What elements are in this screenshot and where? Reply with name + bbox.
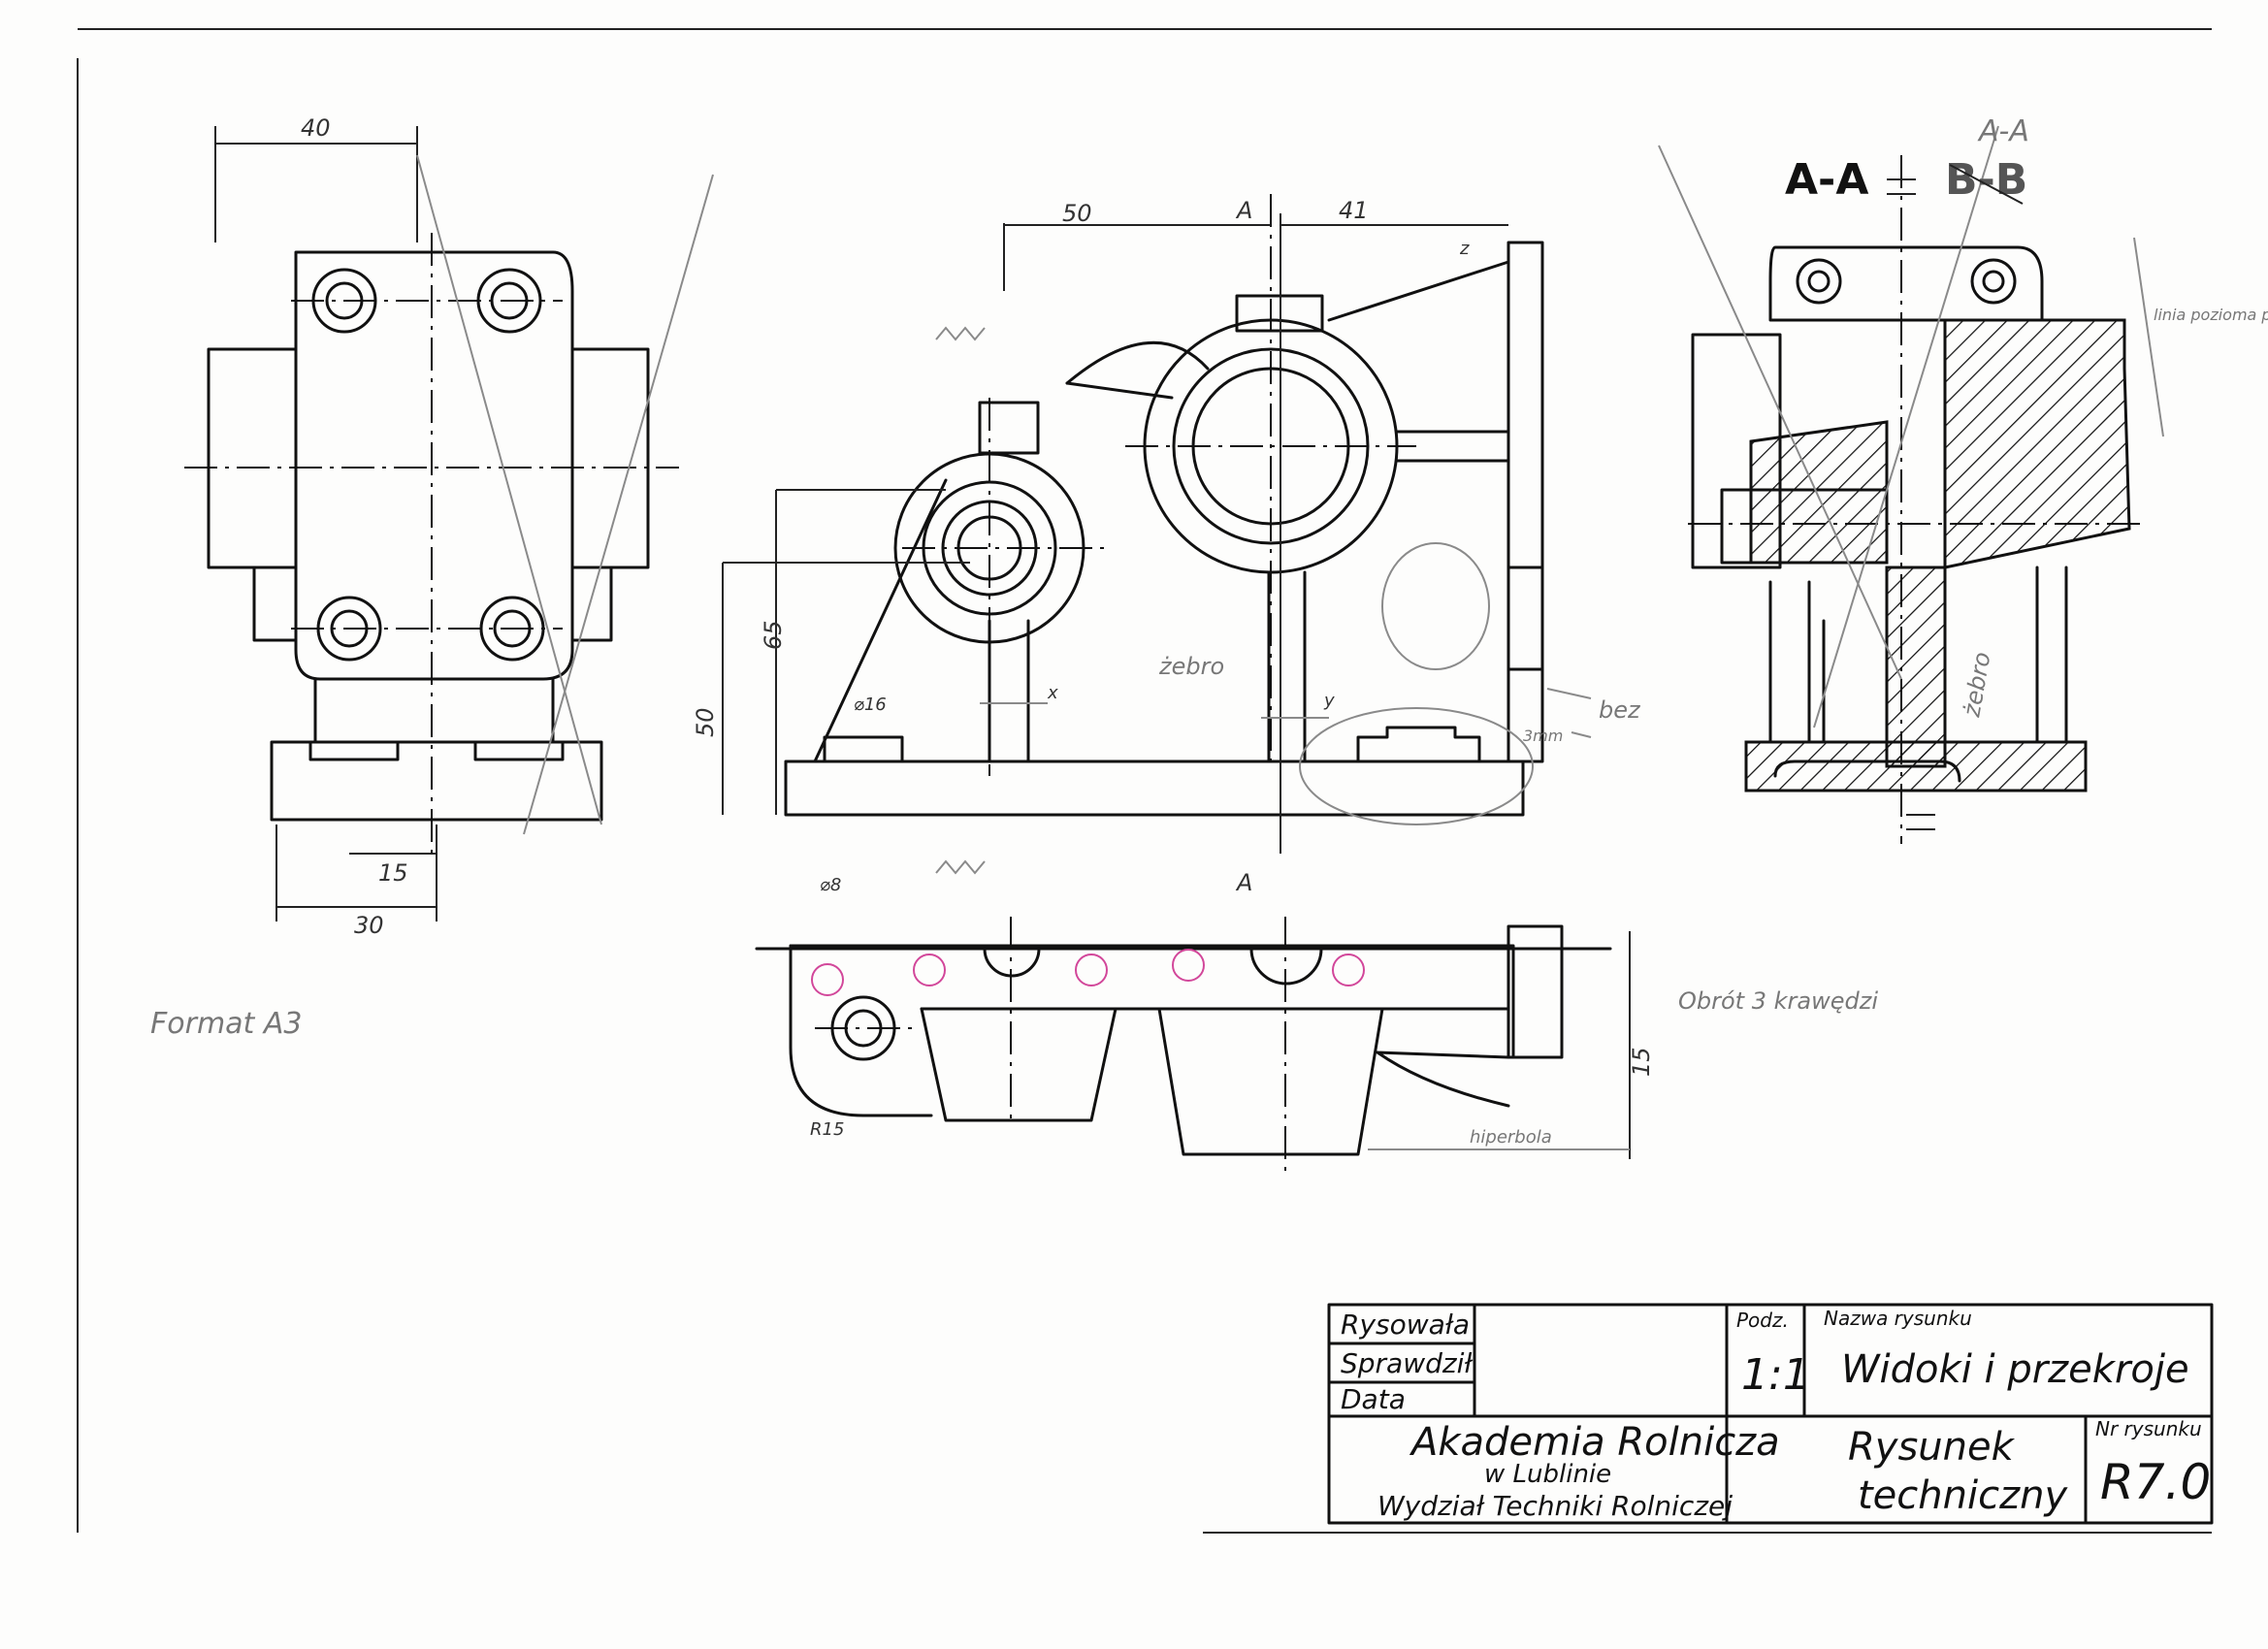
dim-left-bottom-a: 15	[378, 859, 408, 887]
section-label-struck: B-B	[1945, 155, 2027, 205]
tb-date-label: Data	[1341, 1383, 1406, 1415]
note-zebro-front: żebro	[1158, 653, 1224, 680]
note-linia: linia pozioma prawdz	[2154, 306, 2268, 324]
mark-z: z	[1459, 239, 1470, 259]
dim-front-right: 41	[1339, 197, 1369, 224]
dim-left-bottom-b: 30	[354, 912, 384, 939]
note-zebro-section: żebro	[1958, 650, 1995, 720]
note-format: Format A3	[150, 1007, 302, 1041]
mark-x: x	[1047, 683, 1058, 703]
section-a-a-view	[1658, 125, 2164, 844]
dim-bottom-height: 15	[1628, 1047, 1655, 1077]
dim-front-left: 50	[1062, 200, 1092, 227]
note-obrot: Obrót 3 krawędzi	[1678, 987, 1878, 1015]
tb-subject-1: Rysunek	[1848, 1425, 2016, 1470]
tb-checked-label: Sprawdził	[1341, 1347, 1473, 1379]
tb-institution-1: Akademia Rolnicza	[1409, 1420, 1780, 1465]
sheet-frame	[77, 28, 2212, 1534]
note-bez: bez	[1599, 696, 1641, 724]
front-view	[722, 194, 1592, 875]
tb-drawing-name: Widoki i przekroje	[1841, 1347, 2189, 1392]
tb-scale-value: 1:1	[1741, 1350, 1810, 1400]
tb-scale-label: Podz.	[1736, 1309, 1789, 1332]
left-side-view	[184, 126, 714, 922]
section-label: A-A	[1785, 155, 1868, 205]
pencil-section-label: A-A	[1977, 114, 2029, 148]
tb-drawn-label: Rysowała	[1341, 1309, 1470, 1341]
dim-front-height-b: 50	[692, 707, 719, 737]
title-block	[1327, 1303, 2214, 1525]
mark-y: y	[1323, 691, 1335, 711]
tb-name-label: Nazwa rysunku	[1824, 1307, 1972, 1330]
dim-left-top: 40	[301, 114, 331, 142]
tb-drawing-no: R7.0	[2100, 1454, 2211, 1510]
cut-mark-bottom: A	[1235, 869, 1252, 896]
tb-subject-2: techniczny	[1858, 1473, 2068, 1518]
tb-institution-2: w Lublinie	[1484, 1460, 1611, 1489]
strike-line	[1949, 164, 2024, 205]
dim-front-height-a: 65	[760, 620, 787, 650]
dim-bottom-hole: ⌀8	[820, 875, 841, 895]
bottom-view	[755, 917, 1631, 1174]
cut-mark-top: A	[1235, 197, 1252, 224]
tb-institution-3: Wydział Techniki Rolniczej	[1377, 1490, 1733, 1522]
tb-number-label: Nr rysunku	[2095, 1417, 2202, 1440]
dim-hole-dia: ⌀16	[854, 695, 887, 715]
note-3mm: 3mm	[1523, 727, 1563, 745]
dim-bottom-radius: R15	[810, 1119, 844, 1140]
note-hiperbola: hiperbola	[1470, 1127, 1552, 1148]
